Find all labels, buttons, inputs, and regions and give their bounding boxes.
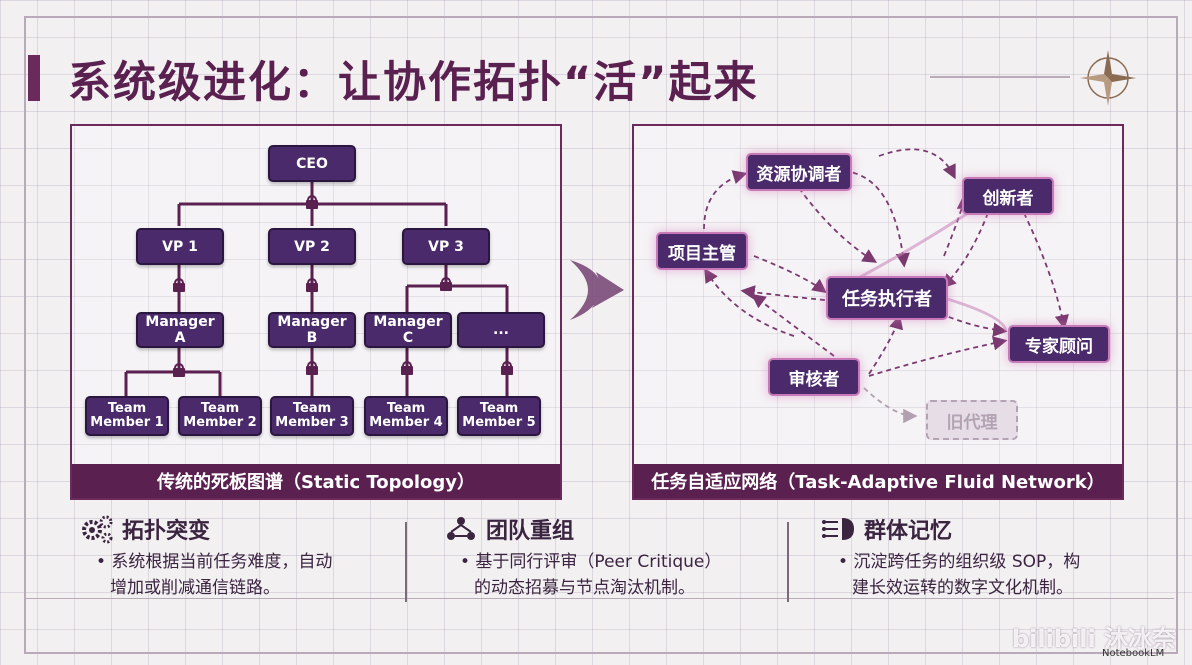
page-title: 系统级进化：让协作拓扑“活”起来 — [68, 58, 759, 108]
feature-title: 团队重组 — [486, 519, 575, 544]
transition-arrow-icon — [570, 260, 624, 320]
node-manager-c: Manager C — [364, 312, 452, 348]
org-chart-connectors — [124, 181, 513, 396]
node-innovator: 创新者 — [962, 177, 1054, 215]
gears-icon — [82, 515, 113, 544]
decor-line — [930, 76, 1070, 78]
node-manager-more: ... — [457, 312, 545, 348]
watermark: bilibili 沐冰奈 — [1012, 625, 1177, 653]
static-topology-caption: 传统的死板图谱（Static Topology） — [72, 464, 560, 498]
feature-title: 拓扑突变 — [122, 519, 211, 544]
feature-title: 群体记忆 — [864, 519, 953, 544]
node-expert-advisor: 专家顾问 — [1008, 325, 1110, 363]
node-task-executor: 任务执行者 — [826, 276, 948, 320]
node-team-member-3: Team Member 3 — [270, 396, 354, 436]
feature-line: • 沉淀跨任务的组织级 SOP，构 — [838, 552, 1081, 572]
node-team-member-5: Team Member 5 — [457, 396, 541, 436]
node-legacy-agent: 旧代理 — [926, 400, 1018, 440]
node-vp1: VP 1 — [136, 228, 224, 265]
decor-line — [24, 598, 1174, 599]
adaptive-network-panel: 资源协调者 创新者 项目主管 任务执行者 专家顾问 审核者 旧代理 任务自适应网… — [632, 124, 1124, 500]
node-vp3: VP 3 — [402, 228, 490, 265]
brain-icon — [822, 518, 854, 540]
feature-line: 的动态招募与节点淘汰机制。 — [474, 578, 695, 598]
feature-line: • 基于同行评审（Peer Critique） — [460, 552, 722, 572]
node-manager-b: Manager B — [268, 312, 356, 348]
title-accent-bar — [28, 55, 40, 101]
adaptive-network-caption: 任务自适应网络（Task-Adaptive Fluid Network） — [634, 464, 1122, 498]
node-ceo: CEO — [268, 145, 356, 182]
team-icon — [447, 517, 475, 540]
brand-label: NotebookLM — [1102, 648, 1165, 659]
column-divider — [405, 522, 407, 602]
node-manager-a: Manager A — [136, 312, 224, 348]
feature-line: 增加或削减通信链路。 — [110, 578, 280, 598]
column-divider — [787, 522, 789, 602]
feature-topology-mutation: 拓扑突变 • 系统根据当前任务难度，自动 增加或削减通信链路。 — [80, 513, 332, 601]
feature-team-reorg: 团队重组 • 基于同行评审（Peer Critique） 的动态招募与节点淘汰机… — [444, 513, 721, 601]
compass-icon — [1080, 50, 1136, 106]
node-team-member-1: Team Member 1 — [85, 396, 169, 436]
node-team-member-2: Team Member 2 — [178, 396, 262, 436]
node-project-lead: 项目主管 — [656, 232, 748, 270]
feature-collective-memory: 群体记忆 • 沉淀跨任务的组织级 SOP，构 建长效运转的数字文化机制。 — [822, 513, 1080, 601]
node-team-member-4: Team Member 4 — [364, 396, 448, 436]
feature-line: • 系统根据当前任务难度，自动 — [96, 552, 333, 572]
node-vp2: VP 2 — [268, 228, 356, 265]
static-topology-panel: CEO VP 1 VP 2 VP 3 Manager A Manager B M… — [70, 124, 562, 500]
feature-line: 建长效运转的数字文化机制。 — [852, 578, 1073, 598]
node-reviewer: 审核者 — [768, 358, 860, 396]
node-resource-coordinator: 资源协调者 — [746, 153, 852, 191]
